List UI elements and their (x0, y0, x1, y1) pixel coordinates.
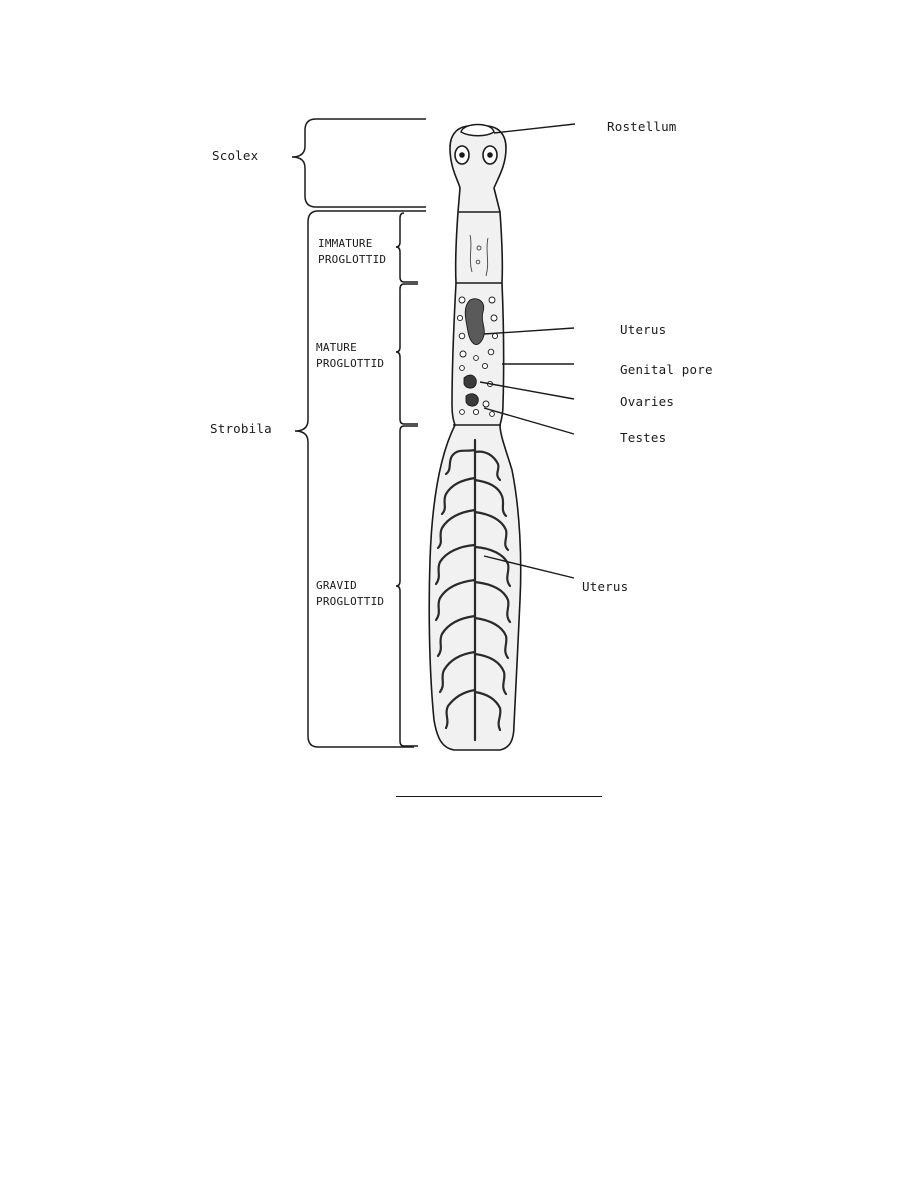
leader-rostellum (493, 123, 576, 134)
scolex-bracket (291, 118, 426, 208)
segment-boundaries (453, 211, 502, 426)
mature-organs (456, 296, 499, 417)
mature-bracket (395, 283, 418, 425)
mature-uterus-shape (464, 298, 485, 345)
label-rostellum: Rostellum (607, 119, 677, 134)
scolex-suckers (454, 145, 498, 165)
brackets (291, 118, 426, 748)
tapeworm-body (428, 125, 522, 751)
label-genital-pore: Genital pore (620, 362, 713, 377)
gravid-bracket (395, 425, 418, 747)
caption-underline (396, 796, 602, 797)
sucker-left-center (459, 152, 465, 158)
label-scolex: Scolex (212, 148, 259, 163)
immature-interior (469, 234, 489, 277)
testes-follicles (456, 296, 499, 417)
label-uterus-gravid: Uterus (582, 579, 629, 594)
ovary-left (463, 374, 477, 389)
leader-testes (483, 407, 575, 435)
label-strobila: Strobila (210, 421, 272, 436)
label-gravid-proglottid: GRAVID PROGLOTTID (316, 579, 385, 608)
label-uterus-mature: Uterus (620, 322, 667, 337)
strobila-bracket (294, 210, 426, 748)
leader-ovaries (479, 381, 575, 400)
sucker-right-center (487, 152, 493, 158)
leader-uterus-mature (483, 327, 575, 335)
gravid-uterus (434, 438, 512, 742)
label-immature-proglottid: IMMATURE PROGLOTTID (318, 237, 387, 266)
leader-uterus-gravid (483, 555, 575, 579)
ovary-right (465, 393, 479, 407)
label-ovaries: Ovaries (620, 394, 675, 409)
label-testes: Testes (620, 430, 667, 445)
leader-lines (479, 123, 576, 579)
rostellum-crown (460, 123, 495, 137)
immature-bracket (395, 212, 418, 283)
label-mature-proglottid: MATURE PROGLOTTID (316, 341, 385, 370)
